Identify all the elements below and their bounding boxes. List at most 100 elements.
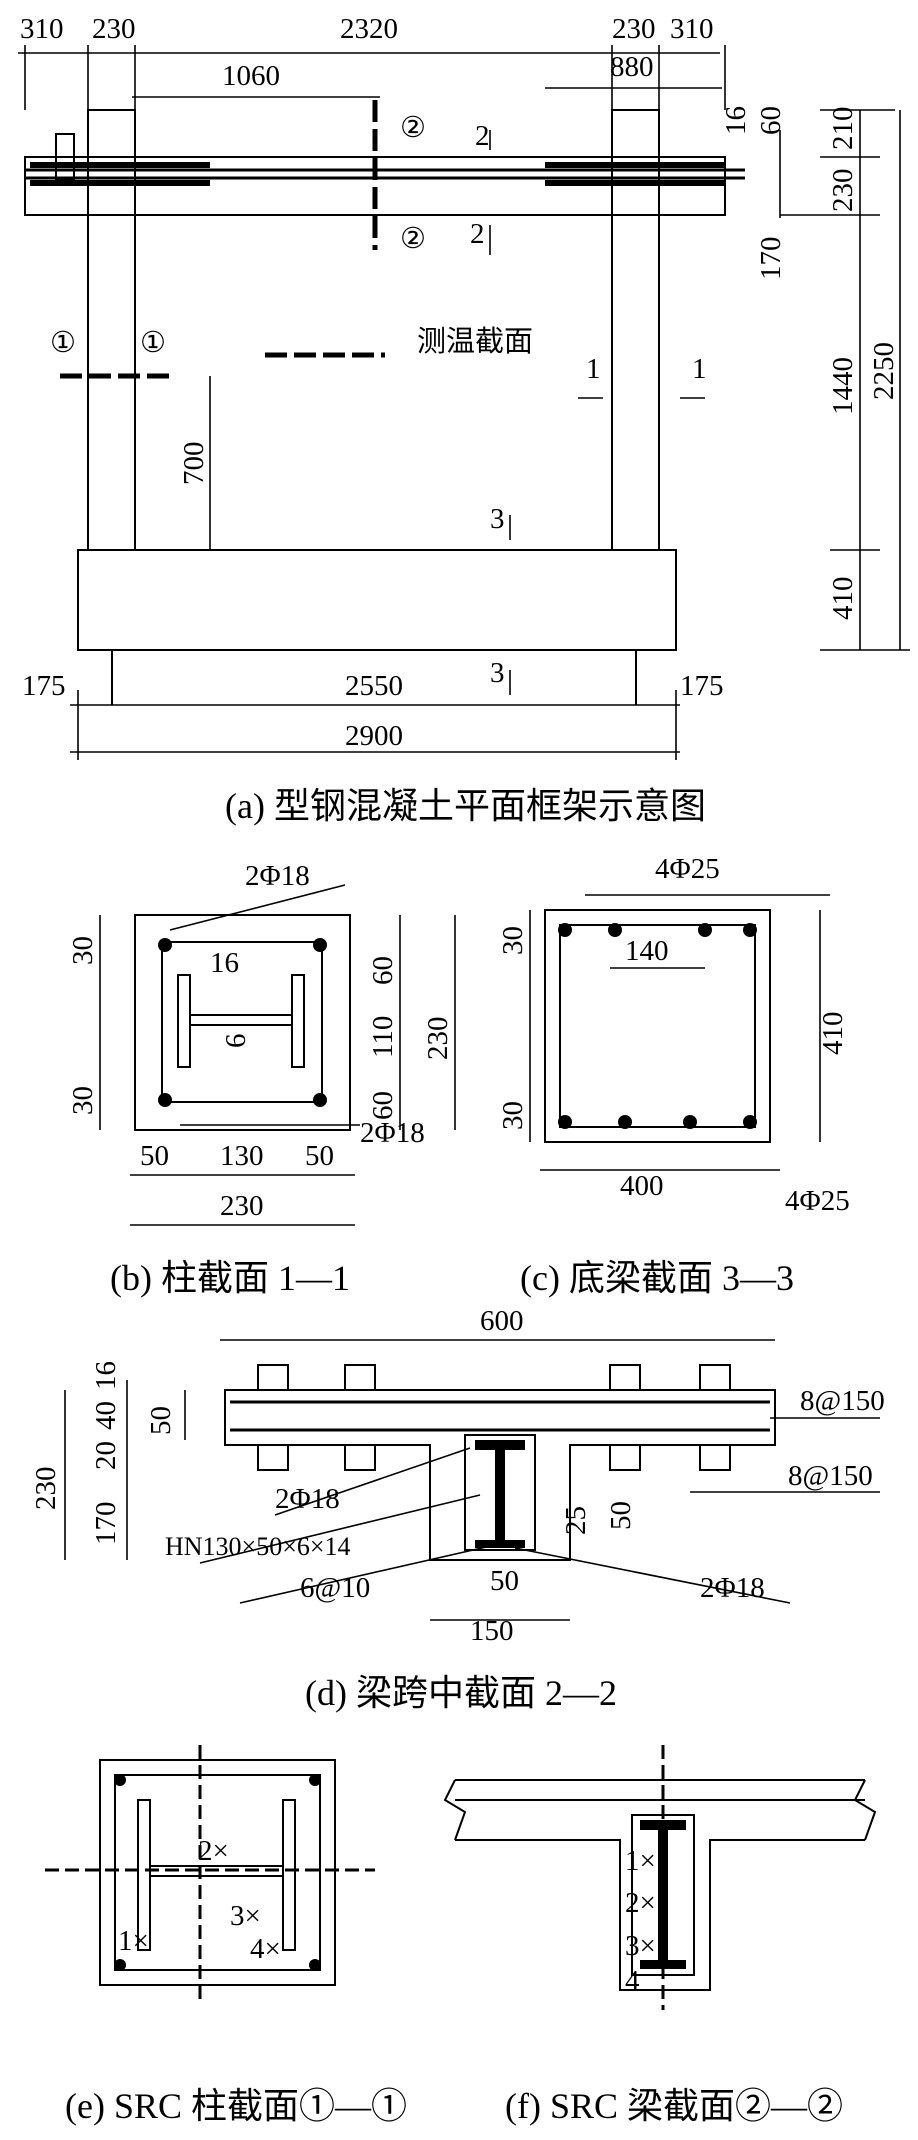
dim-880: 880 xyxy=(610,51,654,83)
c-bottom-bars: 4Φ25 xyxy=(785,1185,850,1217)
d-dim-50-left: 50 xyxy=(145,1406,177,1435)
dim-top-310-left: 310 xyxy=(20,13,64,45)
end-plate xyxy=(55,133,75,180)
mark-c1-right: ① xyxy=(140,327,166,359)
b-bottom-bars: 2Φ18 xyxy=(360,1117,425,1149)
c-dim-140: 140 xyxy=(625,935,669,967)
caption-d: (d) 梁跨中截面 2—2 xyxy=(305,1673,617,1713)
caption-f: (f) SRC 梁截面②—② xyxy=(505,2086,843,2126)
base-section-stirrup xyxy=(559,924,756,1128)
dim-170: 170 xyxy=(755,237,787,281)
dim-2550: 2550 xyxy=(345,670,403,702)
caption-b: (b) 柱截面 1—1 xyxy=(110,1258,350,1298)
dim-700: 700 xyxy=(178,442,210,486)
e-stirrup xyxy=(114,1774,321,1971)
c-width-400: 400 xyxy=(620,1170,664,1202)
mark-2-bot: 2 xyxy=(470,218,485,250)
dim-top-310-right: 310 xyxy=(670,13,714,45)
steel-flange-left xyxy=(177,974,191,1068)
f-point-1: 1× xyxy=(625,1845,656,1877)
b-width-230: 230 xyxy=(220,1190,264,1222)
steel-web-d xyxy=(495,1450,505,1540)
d-dim-50-right: 50 xyxy=(605,1501,637,1530)
c-left-30-top: 30 xyxy=(497,926,529,955)
beam-stirrup xyxy=(464,1434,536,1551)
d-width-600: 600 xyxy=(480,1305,524,1337)
dim-2900: 2900 xyxy=(345,720,403,752)
f-break-left xyxy=(443,1779,467,1841)
d-rebar-bot: 8@150 xyxy=(788,1460,873,1492)
bolts-below xyxy=(257,1444,731,1471)
steel-flange-right xyxy=(291,974,305,1068)
d-dim-40: 40 xyxy=(90,1401,122,1430)
b-dim-6: 6 xyxy=(220,1034,252,1049)
base-beam xyxy=(77,549,677,651)
legend-label: 测温截面 xyxy=(417,325,533,358)
mark-3-bot: 3 xyxy=(490,657,505,689)
b-bot-50-right: 50 xyxy=(305,1140,334,1172)
c-height-410: 410 xyxy=(817,1012,849,1056)
dim-2250: 2250 xyxy=(868,342,900,400)
b-bot-50-left: 50 xyxy=(140,1140,169,1172)
column-stirrup xyxy=(161,941,323,1103)
e-flange-right xyxy=(282,1799,296,1951)
base-section-outline xyxy=(544,909,771,1143)
dim-210: 210 xyxy=(827,107,859,151)
panel-d-beam-midspan-section: 600 16 40 20 170 50 230 8@150 8@150 2Φ18… xyxy=(30,1305,885,1713)
dim-60: 60 xyxy=(755,106,787,135)
panel-c-base-beam-section: 4Φ25 140 30 30 410 400 4Φ25 (c) 底梁截面 3—3 xyxy=(497,853,850,1298)
mark-3-top: 3 xyxy=(490,503,505,535)
panel-a-frame: 测温截面 ① ① ② ② 2 2 1 1 3 3 310 230 2320 23… xyxy=(18,13,910,826)
d-dim-20: 20 xyxy=(90,1441,122,1470)
dim-16: 16 xyxy=(720,106,752,135)
f-point-3: 3× xyxy=(625,1930,656,1962)
dim-top-230-right: 230 xyxy=(612,13,656,45)
right-column xyxy=(611,109,660,551)
panel-f-src-beam-section: 1× 2× 3× 4 (f) SRC 梁截面②—② xyxy=(443,1745,877,2126)
steel-web xyxy=(189,1014,293,1026)
dim-410: 410 xyxy=(827,577,859,621)
mark-c2-top: ② xyxy=(400,112,426,144)
f-t-beam-outline xyxy=(455,1779,865,1991)
b-left-30-top: 30 xyxy=(67,936,99,965)
t-beam-outline xyxy=(224,1389,776,1561)
d-dim-50-web: 50 xyxy=(490,1565,519,1597)
caption-c: (c) 底梁截面 3—3 xyxy=(520,1258,794,1298)
dim-1060: 1060 xyxy=(222,60,280,92)
d-dim-16: 16 xyxy=(90,1361,122,1390)
dim-175-left: 175 xyxy=(22,670,66,702)
dim-175-right: 175 xyxy=(680,670,724,702)
b-right-110: 110 xyxy=(367,1016,399,1058)
d-rebar-top: 8@150 xyxy=(800,1385,885,1417)
panel-e-src-column-section: 2× 3× 4× 1× (e) SRC 柱截面①—① xyxy=(45,1745,407,2126)
e-point-2: 2× xyxy=(198,1835,229,1867)
mark-2-top: 2 xyxy=(475,120,490,152)
f-break-right xyxy=(853,1779,877,1841)
b-total-230: 230 xyxy=(422,1017,454,1061)
steel-top-flange xyxy=(475,1440,525,1450)
c-left-30-bot: 30 xyxy=(497,1101,529,1130)
d-total-230: 230 xyxy=(30,1467,62,1511)
d-stirrup: 6@10 xyxy=(300,1572,370,1604)
dim-1440: 1440 xyxy=(827,357,859,415)
panel-b-column-section: 2Φ18 2Φ18 16 6 30 30 60 110 60 230 50 13… xyxy=(67,860,456,1298)
e-point-3: 3× xyxy=(230,1900,261,1932)
column-outline xyxy=(134,914,351,1131)
d-dim-150: 150 xyxy=(470,1615,514,1647)
caption-a: (a) 型钢混凝土平面框架示意图 xyxy=(225,786,706,826)
left-column xyxy=(87,109,136,551)
d-bars-a: 2Φ18 xyxy=(275,1483,340,1515)
bolts-above xyxy=(257,1364,731,1391)
d-dim-170: 170 xyxy=(90,1502,122,1546)
d-steel-label: HN130×50×6×14 xyxy=(165,1532,351,1561)
d-bars-b: 2Φ18 xyxy=(700,1572,765,1604)
b-dim-16: 16 xyxy=(210,947,239,979)
dim-top-2320: 2320 xyxy=(340,13,398,45)
b-left-30-bot: 30 xyxy=(67,1086,99,1115)
e-point-1: 1× xyxy=(118,1925,149,1957)
f-point-2: 2× xyxy=(625,1887,656,1919)
b-top-bars: 2Φ18 xyxy=(245,860,310,892)
mark-1-right: 1 xyxy=(692,353,707,385)
steel-bottom-flange xyxy=(475,1540,525,1548)
